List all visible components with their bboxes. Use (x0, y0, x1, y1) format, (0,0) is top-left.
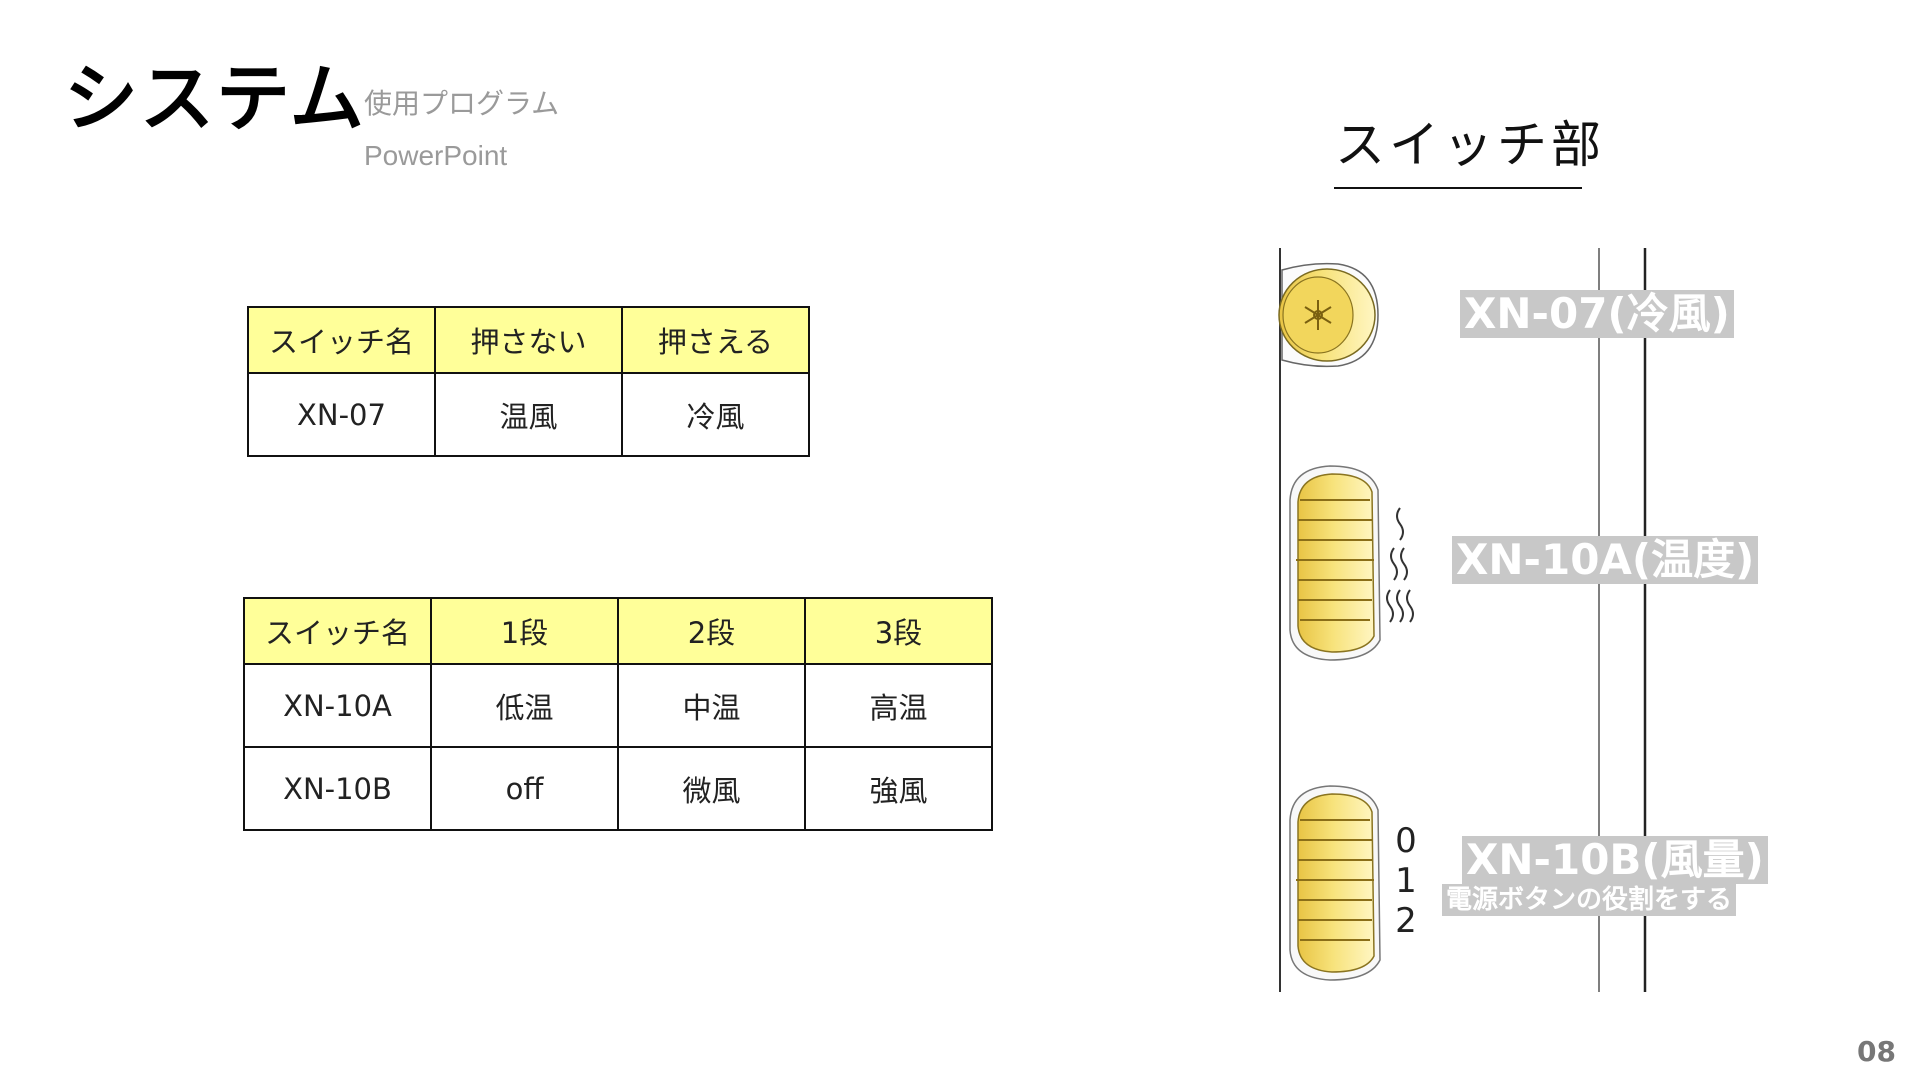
table-cell: off (430, 746, 619, 831)
table-row: XN-10B off 微風 強風 (243, 746, 993, 831)
table-header-cell: 押さえる (621, 306, 810, 374)
dial-mark: 1 (1395, 861, 1417, 901)
table-cell: XN-10B (243, 746, 432, 831)
section-underline (1334, 187, 1582, 189)
table-cell: 低温 (430, 663, 619, 748)
table-cell: 高温 (804, 663, 993, 748)
xn10a-label: XN-10A(温度) (1452, 536, 1759, 584)
program-value: PowerPoint (364, 140, 508, 171)
table-header-cell: 2段 (617, 597, 806, 665)
table-cell: 強風 (804, 746, 993, 831)
table-cell: XN-10A (243, 663, 432, 748)
xn10a-dial-knob (1289, 465, 1381, 661)
program-label: 使用プログラム (364, 87, 560, 120)
xn10-table: スイッチ名 1段 2段 3段 XN-10A 低温 中温 高温 XN-10B of… (243, 597, 993, 831)
xn10b-label: XN-10B(風量) (1462, 836, 1768, 884)
table-cell: XN-07 (247, 372, 436, 457)
table-cell: 冷風 (621, 372, 810, 457)
table-header-row: スイッチ名 押さない 押さえる (247, 306, 810, 374)
dial-mark: 2 (1395, 901, 1417, 941)
table-cell: 微風 (617, 746, 806, 831)
table-cell: 中温 (617, 663, 806, 748)
xn10b-dial-knob (1289, 785, 1381, 981)
page-number: 08 (1857, 1035, 1896, 1068)
switch-panel-diagram: 0 1 2 (1278, 248, 1647, 992)
table-cell: 温風 (434, 372, 623, 457)
table-header-cell: 1段 (430, 597, 619, 665)
xn07-push-button (1278, 262, 1379, 368)
table-row: XN-10A 低温 中温 高温 (243, 663, 993, 748)
page-title: システム (64, 56, 366, 142)
table-row: XN-07 温風 冷風 (247, 372, 810, 457)
table-header-row: スイッチ名 1段 2段 3段 (243, 597, 993, 665)
switch-section-title: スイッチ部 (1335, 116, 1605, 174)
xn07-label: XN-07(冷風) (1460, 290, 1734, 338)
xn10b-note: 電源ボタンの役割をする (1442, 884, 1737, 916)
table-header-cell: スイッチ名 (247, 306, 436, 374)
table-header-cell: 3段 (804, 597, 993, 665)
heat-level-icon (1386, 507, 1414, 623)
xn07-table: スイッチ名 押さない 押さえる XN-07 温風 冷風 (247, 306, 810, 457)
table-header-cell: 押さない (434, 306, 623, 374)
dial-mark: 0 (1395, 821, 1417, 861)
snowflake-icon (1304, 300, 1332, 330)
table-header-cell: スイッチ名 (243, 597, 432, 665)
